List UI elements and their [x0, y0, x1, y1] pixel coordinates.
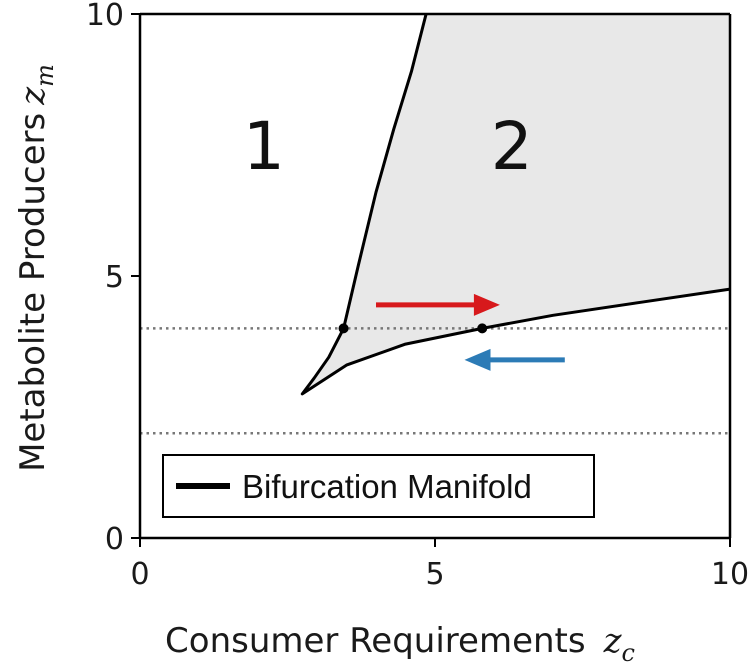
shaded-region-2	[302, 14, 730, 394]
x-tick-label-10: 10	[711, 557, 749, 592]
y-axis-label-text: Metabolite Producers	[13, 113, 53, 472]
bifurcation-manifold-line	[300, 13, 731, 396]
x-axis-label: Consumer Requirements zc	[165, 621, 635, 667]
arrow-head-0	[473, 293, 500, 316]
arrow-0	[376, 293, 500, 316]
arrow-1	[464, 348, 565, 371]
x-axis-label-symbol: z	[603, 621, 623, 661]
y-axis-label: Metabolite Producers zm	[13, 64, 59, 472]
x-axis-label-text: Consumer Requirements	[165, 621, 586, 661]
legend-entry-label: Bifurcation Manifold	[242, 468, 532, 505]
y-axis-label-subscript: m	[31, 64, 59, 87]
region-label-2: 2	[491, 108, 533, 185]
y-tick-label-5: 5	[105, 260, 124, 295]
y-axis-label-symbol: z	[13, 86, 53, 106]
legend: Bifurcation Manifold	[162, 454, 595, 518]
arrow-head-1	[464, 348, 491, 371]
y-tick-label-0: 0	[105, 522, 124, 557]
manifold-point-0	[338, 323, 349, 334]
x-tick-label-5: 5	[425, 557, 444, 592]
x-tick-label-0: 0	[130, 557, 149, 592]
region-label-1: 1	[243, 108, 285, 185]
x-axis-label-subscript: c	[622, 639, 635, 667]
y-tick-label-10: 10	[86, 0, 124, 33]
manifold-point-1	[477, 323, 488, 334]
axes: 0 5 10 0 5 10	[86, 0, 749, 592]
legend-frame	[162, 454, 595, 518]
